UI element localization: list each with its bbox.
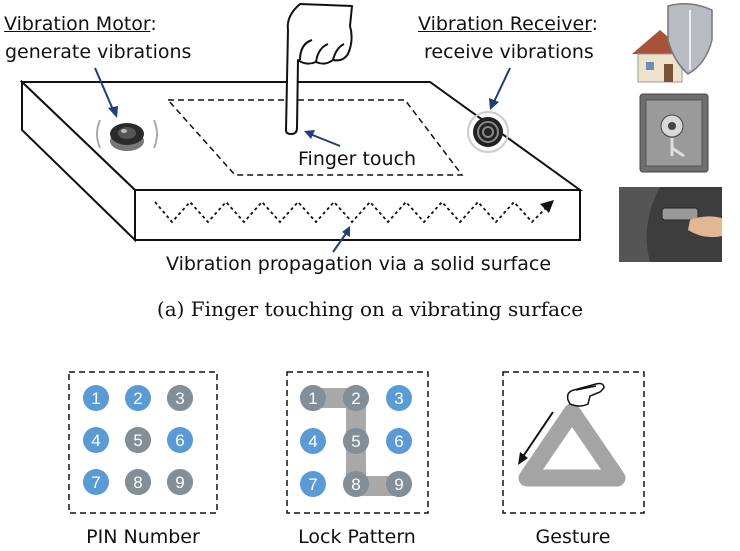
finger-touch-label: Finger touch xyxy=(298,148,417,170)
lock-dot-6 xyxy=(386,428,412,454)
gesture-panel-frame xyxy=(502,371,645,514)
propagation-zigzag xyxy=(154,200,549,224)
propagation-leader xyxy=(332,231,348,253)
motor-leader-head xyxy=(108,106,118,118)
lock-pattern-label: Lock Pattern xyxy=(298,526,416,548)
lock-digit-9: 9 xyxy=(394,475,403,494)
pin-dot-7 xyxy=(83,469,109,495)
lock-pattern-grid: 1 2 3 4 5 6 7 8 9 xyxy=(300,385,412,497)
pin-dot-4 xyxy=(83,427,109,453)
gesture-hand-icon xyxy=(566,382,605,407)
figure-caption: (a) Finger touching on a vibrating surfa… xyxy=(156,297,584,321)
motor-description: generate vibrations xyxy=(5,41,192,63)
pin-number-label: PIN Number xyxy=(86,526,200,548)
pin-digit-7: 7 xyxy=(91,473,100,492)
gesture-triangle xyxy=(518,403,626,487)
lock-digit-2: 2 xyxy=(351,389,360,408)
motor-title-line: Vibration Motor: xyxy=(4,13,157,35)
lock-panel-frame xyxy=(286,371,429,514)
lock-dot-4 xyxy=(300,428,326,454)
lock-digit-4: 4 xyxy=(308,432,317,451)
pin-digit-3: 3 xyxy=(175,389,184,408)
lock-dot-highlight-9 xyxy=(386,471,412,497)
finger-touch-leader xyxy=(309,133,341,147)
receiver-leader-head xyxy=(489,98,499,110)
lock-dot-highlight-2 xyxy=(343,385,369,411)
lock-digit-5: 5 xyxy=(351,432,360,451)
pin-dot-6 xyxy=(167,427,193,453)
lock-dot-highlight-8 xyxy=(343,471,369,497)
motor-title: Vibration Motor xyxy=(4,13,151,35)
pin-dot-1 xyxy=(83,385,109,411)
vibration-receiver-icon xyxy=(467,111,509,153)
receiver-title-colon: : xyxy=(591,13,599,35)
pin-digit-9: 9 xyxy=(175,473,184,492)
pin-dot-highlight-5 xyxy=(125,427,151,453)
lock-digit-7: 7 xyxy=(308,475,317,494)
propagation-leader-head xyxy=(342,226,350,237)
pin-dot-highlight-9 xyxy=(167,469,193,495)
pin-dot-highlight-3 xyxy=(167,385,193,411)
pin-digit-5: 5 xyxy=(133,431,142,450)
pin-number-grid: 1 2 3 4 5 6 7 8 9 xyxy=(83,385,193,495)
lock-digit-6: 6 xyxy=(394,432,403,451)
pin-digit-4: 4 xyxy=(91,431,100,450)
touch-area xyxy=(166,99,464,176)
receiver-title-line: Vibration Receiver: xyxy=(418,13,598,35)
receiver-leader xyxy=(492,67,511,105)
lock-digit-8: 8 xyxy=(351,475,360,494)
slab-left-face xyxy=(21,79,136,243)
motor-title-colon: : xyxy=(150,13,157,35)
pin-dot-highlight-8 xyxy=(125,469,151,495)
gesture-arrowhead xyxy=(518,452,528,465)
car-door-handle-icon xyxy=(619,187,722,262)
pin-digit-6: 6 xyxy=(175,431,184,450)
lock-digit-3: 3 xyxy=(394,389,403,408)
safe-icon xyxy=(639,93,709,173)
motor-leader xyxy=(94,67,115,113)
house-shield-icon xyxy=(632,3,713,83)
propagation-arrowhead xyxy=(540,200,554,213)
slab-front-face xyxy=(134,189,581,241)
vibration-motor-icon xyxy=(96,119,158,151)
lock-dot-highlight-5 xyxy=(343,428,369,454)
pin-digit-8: 8 xyxy=(133,473,142,492)
receiver-description: receive vibrations xyxy=(424,41,594,63)
lock-dot-7 xyxy=(300,471,326,497)
pin-digit-2: 2 xyxy=(133,389,142,408)
gesture-label: Gesture xyxy=(535,526,611,548)
pin-dot-2 xyxy=(125,385,151,411)
pin-panel-frame xyxy=(68,371,218,514)
pointing-hand-icon xyxy=(285,3,353,135)
finger-touch-leader-head xyxy=(304,130,315,139)
propagation-label: Vibration propagation via a solid surfac… xyxy=(166,253,552,275)
receiver-title: Vibration Receiver xyxy=(418,13,592,35)
lock-dot-highlight-1 xyxy=(300,385,326,411)
lock-dot-3 xyxy=(386,385,412,411)
pin-digit-1: 1 xyxy=(91,389,100,408)
lock-digit-1: 1 xyxy=(308,389,317,408)
